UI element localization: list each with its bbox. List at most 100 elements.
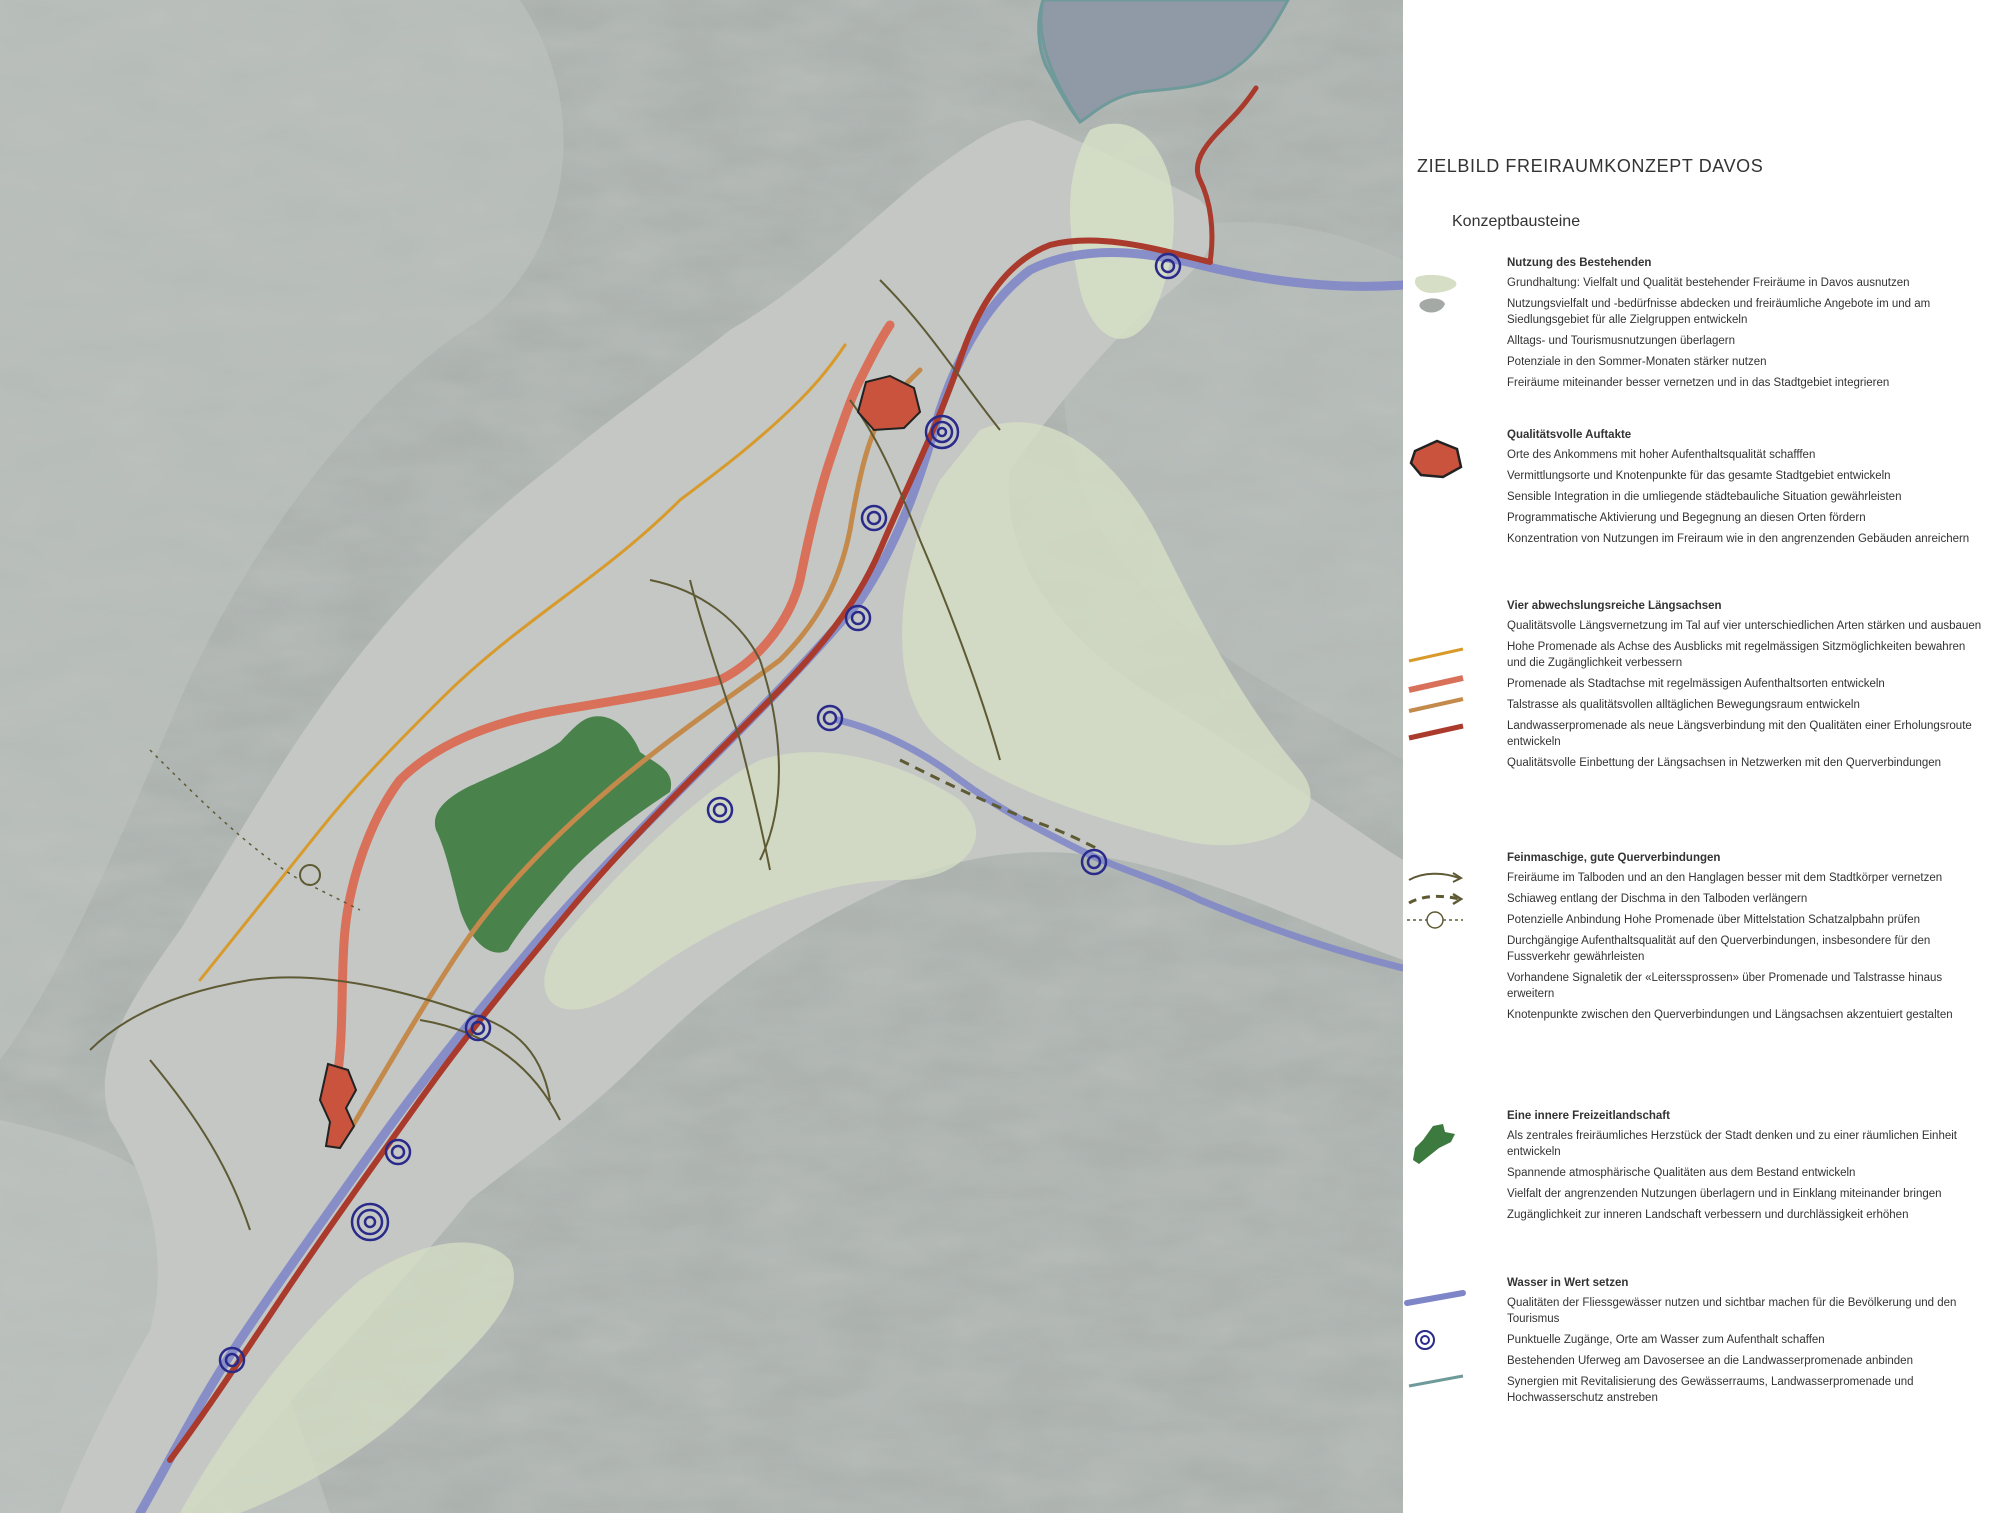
legend-item-text: Punktuelle Zugänge, Orte am Wasser zum A… bbox=[1507, 1334, 1825, 1346]
legend-item: Alltags- und Tourismusnutzungen überlage… bbox=[1507, 333, 1987, 349]
line-landwasserpromenade bbox=[167, 237, 1213, 1463]
legend-item-text: Durchgängige Aufenthaltsqualität auf den… bbox=[1507, 935, 1931, 963]
meadow-south bbox=[180, 1242, 514, 1513]
legend-item-text: Vielfalt der angrenzenden Nutzungen über… bbox=[1507, 1188, 1942, 1200]
legend-item: Talstrasse als qualitätsvollen alltäglic… bbox=[1408, 697, 1987, 713]
map-canvas bbox=[0, 0, 1403, 1513]
legend-item: Als zentrales freiräumliches Herzstück d… bbox=[1413, 1124, 1987, 1164]
line-hohe-promenade bbox=[198, 343, 847, 982]
double-circle-icon bbox=[1403, 1330, 1473, 1352]
legend-item: Sensible Integration in die umliegende s… bbox=[1507, 489, 1987, 505]
grey-patch-icon bbox=[1403, 294, 1473, 316]
auftakt-north bbox=[856, 374, 922, 432]
legend-item-text: Synergien mit Revitalisierung des Gewäss… bbox=[1507, 1376, 1914, 1404]
legend-item-text: Bestehenden Uferweg am Davosersee an die… bbox=[1507, 1355, 1913, 1367]
meadow-north bbox=[1070, 123, 1174, 339]
legend-item: Landwasserpromenade als neue Längsverbin… bbox=[1408, 718, 1987, 750]
legend-item-text: Landwasserpromenade als neue Längsverbin… bbox=[1507, 720, 1972, 748]
legend-item-text: Freiräume miteinander besser vernetzen u… bbox=[1507, 377, 1890, 389]
meadow-center bbox=[544, 752, 977, 1010]
hohe-promenade-line-icon bbox=[1403, 645, 1473, 667]
arrow-dashed-icon bbox=[1403, 889, 1473, 911]
section-heading: Eine innere Freizeitlandschaft bbox=[1507, 1110, 1670, 1122]
legend-item-text: Orte des Ankommens mit hoher Aufenthalts… bbox=[1507, 449, 1816, 461]
water-line-icon bbox=[1403, 1289, 1473, 1311]
meadow-patch-icon bbox=[1403, 273, 1473, 295]
legend-item: Vermittlungsorte und Knotenpunkte für da… bbox=[1507, 468, 1987, 484]
legend-item-text: Programmatische Aktivierung und Begegnun… bbox=[1507, 512, 1866, 524]
concept-map[interactable] bbox=[0, 0, 1403, 1513]
legend-item: Promenade als Stadtachse mit regelmässig… bbox=[1408, 675, 1987, 693]
legend-item-text: Als zentrales freiräumliches Herzstück d… bbox=[1507, 1130, 1957, 1158]
inner-freizeitlandschaft bbox=[434, 716, 672, 953]
circle-dashed-icon bbox=[1403, 910, 1473, 932]
legend-panel: ZIELBILD FREIRAUMKONZEPT DAVOS Konzeptba… bbox=[1403, 0, 2000, 1513]
legend-item-text: Konzentration von Nutzungen im Freiraum … bbox=[1507, 533, 1970, 545]
legend-item: Programmatische Aktivierung und Begegnun… bbox=[1507, 510, 1987, 526]
legend-subtitle: Konzeptbausteine bbox=[1452, 213, 1581, 230]
section-heading: Qualitätsvolle Auftakte bbox=[1507, 429, 1632, 441]
legend-item: Freiräume miteinander besser vernetzen u… bbox=[1507, 375, 1987, 391]
legend-item-text: Freiräume im Talboden und an den Hanglag… bbox=[1507, 872, 1943, 884]
legend-item-text: Grundhaltung: Vielfalt und Qualität best… bbox=[1507, 277, 1910, 289]
legend-section-wasser: Wasser in Wert setzen Qualitäten der Fli… bbox=[1403, 1277, 2000, 1411]
legend-item: Grundhaltung: Vielfalt und Qualität best… bbox=[1414, 274, 1987, 293]
legend-item-text: Potenziale in den Sommer-Monaten stärker… bbox=[1507, 356, 1767, 368]
legend-item: Nutzungsvielfalt und -bedürfnisse abdeck… bbox=[1419, 296, 1987, 328]
legend-section-querverbindungen: Feinmaschige, gute Querverbindungen Frei… bbox=[1403, 852, 2000, 1028]
section-heading: Feinmaschige, gute Querverbindungen bbox=[1507, 852, 1721, 864]
water-access-points bbox=[218, 252, 1182, 1374]
schatzalp-node bbox=[299, 864, 321, 886]
legend-item: Bestehenden Uferweg am Davosersee an die… bbox=[1507, 1353, 1987, 1369]
legend-item-text: Promenade als Stadtachse mit regelmässig… bbox=[1507, 678, 1885, 690]
meadow-east bbox=[902, 422, 1311, 846]
promenade-line-icon bbox=[1403, 674, 1473, 696]
section-heading: Wasser in Wert setzen bbox=[1507, 1277, 1629, 1289]
legend-section-auftakte: Qualitätsvolle Auftakte Orte des Ankomme… bbox=[1403, 429, 2000, 552]
landwasser-line-icon bbox=[1403, 722, 1473, 744]
legend-item-text: Qualitäten der Fliessgewässer nutzen und… bbox=[1507, 1297, 1957, 1325]
legend-item: Vielfalt der angrenzenden Nutzungen über… bbox=[1507, 1186, 1987, 1202]
legend-item: Qualitäten der Fliessgewässer nutzen und… bbox=[1404, 1290, 1987, 1327]
legend-title: ZIELBILD FREIRAUMKONZEPT DAVOS bbox=[1417, 156, 1764, 176]
legend-item: Vorhandene Signaletik der «Leitersspross… bbox=[1507, 970, 1987, 1002]
legend-item-text: Alltags- und Tourismusnutzungen überlage… bbox=[1507, 335, 1736, 347]
lake-davosersee bbox=[1037, 0, 1290, 124]
legend-item: Punktuelle Zugänge, Orte am Wasser zum A… bbox=[1415, 1330, 1987, 1350]
terrain-light-slopes bbox=[0, 0, 564, 1060]
legend-item: Zugänglichkeit zur inneren Landschaft ve… bbox=[1507, 1207, 1987, 1223]
red-polygon-icon bbox=[1403, 433, 1473, 479]
line-landwasser-north bbox=[1194, 85, 1259, 265]
line-promenade bbox=[330, 320, 895, 1095]
legend-item: Potenziale in den Sommer-Monaten stärker… bbox=[1507, 354, 1987, 370]
legend-item-text: Qualitätsvolle Längsvernetzung im Tal au… bbox=[1507, 620, 1982, 632]
legend-item-text: Talstrasse als qualitätsvollen alltäglic… bbox=[1507, 699, 1860, 711]
legend-item-text: Potenzielle Anbindung Hohe Promenade übe… bbox=[1507, 914, 1921, 926]
legend-item: Knotenpunkte zwischen den Querverbindung… bbox=[1507, 1007, 1987, 1023]
green-shape-icon bbox=[1403, 1120, 1473, 1164]
legend-item: Durchgängige Aufenthaltsqualität auf den… bbox=[1507, 933, 1987, 965]
uferweg-line-icon bbox=[1403, 1372, 1473, 1394]
legend-item-text: Nutzungsvielfalt und -bedürfnisse abdeck… bbox=[1507, 298, 1931, 326]
legend-item: Orte des Ankommens mit hoher Aufenthalts… bbox=[1409, 439, 1987, 479]
legend-item-text: Vermittlungsorte und Knotenpunkte für da… bbox=[1507, 470, 1891, 482]
legend-item: Potenzielle Anbindung Hohe Promenade übe… bbox=[1407, 911, 1987, 929]
legend-item-text: Schiaweg entlang der Dischma in den Talb… bbox=[1507, 893, 1808, 905]
arrow-solid-icon bbox=[1403, 868, 1473, 890]
legend-item: Synergien mit Revitalisierung des Gewäss… bbox=[1408, 1374, 1987, 1406]
section-heading: Nutzung des Bestehenden bbox=[1507, 257, 1652, 269]
querverbindungen bbox=[89, 279, 1001, 1231]
terrain-light-east bbox=[1063, 222, 1403, 760]
legend-item: Hohe Promenade als Achse des Ausblicks m… bbox=[1408, 639, 1987, 671]
legend-item-text: Qualitätsvolle Einbettung der Längsachse… bbox=[1507, 757, 1942, 769]
section-heading: Vier abwechslungsreiche Längsachsen bbox=[1507, 600, 1722, 612]
uferweg-line bbox=[1039, 0, 1082, 123]
legend-item: Qualitätsvolle Einbettung der Längsachse… bbox=[1507, 755, 1987, 771]
legend-section-freizeitlandschaft: Eine innere Freizeitlandschaft Als zentr… bbox=[1403, 1110, 2000, 1228]
legend-item-text: Knotenpunkte zwischen den Querverbindung… bbox=[1507, 1009, 1953, 1021]
legend-item-text: Hohe Promenade als Achse des Ausblicks m… bbox=[1507, 641, 1966, 669]
talstrasse-line-icon bbox=[1403, 695, 1473, 717]
auftakt-south bbox=[318, 1062, 358, 1150]
legend-section-nutzung: Nutzung des Bestehenden Grundhaltung: Vi… bbox=[1403, 257, 2000, 396]
legend-item-text: Sensible Integration in die umliegende s… bbox=[1507, 491, 1902, 503]
